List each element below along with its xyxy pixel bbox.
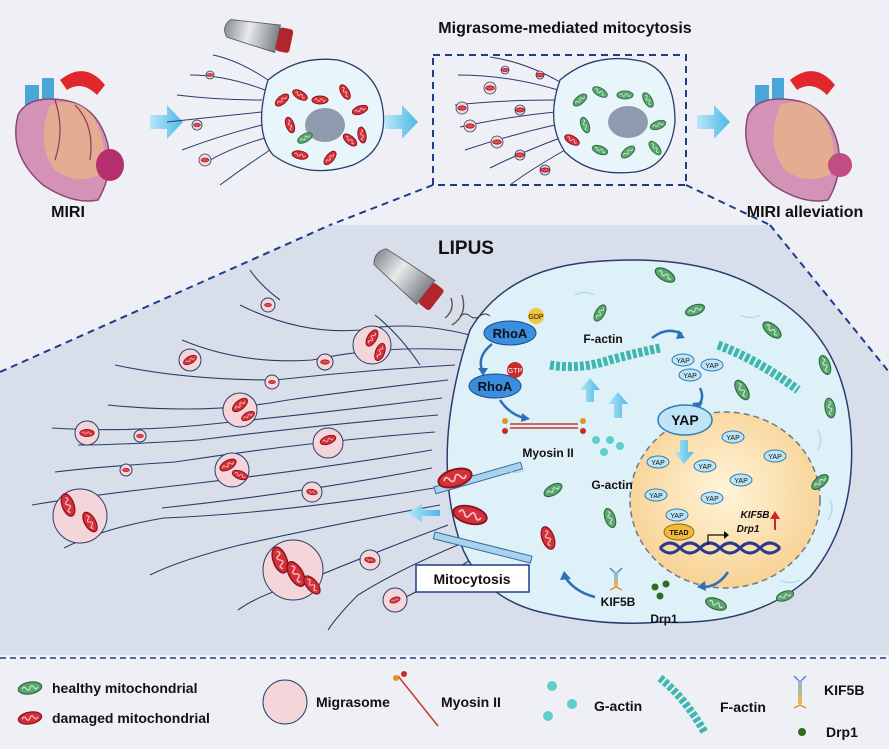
healthy-mitochondrion	[616, 90, 634, 100]
legend-myosin-icon	[393, 671, 439, 727]
svg-text:YAP: YAP	[726, 435, 740, 442]
damaged-mitochondrion	[200, 157, 210, 163]
miri-alleviation-label: MIRI alleviation	[747, 204, 863, 221]
damaged-mitochondrion	[122, 468, 130, 472]
tead-label: TEAD	[669, 530, 688, 537]
microtubule	[432, 531, 533, 564]
legend-f-actin: F-actin	[720, 699, 766, 715]
myosin-ii	[502, 418, 586, 434]
gene-kif5b: KIF5B	[741, 510, 770, 521]
miri-label: MIRI	[51, 204, 85, 221]
damaged-mitochondrion	[206, 73, 214, 77]
nuclear-yap: YAP YAP YAP YAP YAP YAP YAP YAP	[644, 430, 787, 522]
arrow-right-icon	[150, 105, 183, 139]
damaged-mitochondrion	[540, 167, 550, 173]
gdp-badge: GDP	[528, 314, 544, 321]
ultrasound-probe-icon	[373, 248, 444, 310]
legend-f-actin-icon	[657, 674, 709, 735]
damaged-mitochondrion	[79, 428, 95, 438]
damaged-mitochondrion	[193, 122, 201, 128]
g-actin-dots	[592, 436, 624, 456]
legend-kif5b: KIF5B	[824, 682, 864, 698]
rhoa-gtp-label: RhoA	[478, 379, 513, 394]
svg-text:YAP: YAP	[670, 513, 684, 520]
damaged-mitochondrion	[515, 107, 525, 113]
rhoa-gdp-label: RhoA	[493, 326, 528, 341]
damaged-mitochondrion	[136, 434, 144, 438]
kif5b-icon	[609, 567, 623, 591]
arrow-up-icon	[608, 392, 628, 418]
legend: healthy mitochondrial damaged mitochondr…	[16, 671, 864, 740]
svg-text:YAP: YAP	[651, 460, 665, 467]
f-actin-filament	[716, 340, 801, 394]
yap-large-label: YAP	[671, 412, 699, 428]
heart-left-icon	[15, 71, 124, 202]
damaged-mitochondrion	[264, 303, 272, 307]
legend-damaged: damaged mitochondrial	[52, 710, 210, 726]
ultrasound-probe-icon	[224, 19, 294, 53]
f-actin-label: F-actin	[583, 332, 622, 346]
legend-drp1: Drp1	[826, 724, 858, 740]
damaged-mitochondrion	[492, 139, 502, 145]
legend-healthy: healthy mitochondrial	[52, 680, 197, 696]
myosin-label: Myosin II	[522, 446, 573, 460]
gtp-badge: GTP	[508, 368, 523, 375]
dna-helix	[658, 541, 782, 555]
damaged-mitochondrion	[515, 152, 525, 158]
damaged-mitochondrion	[268, 380, 276, 384]
svg-text:YAP: YAP	[683, 373, 697, 380]
damaged-mitochondrion	[320, 359, 330, 365]
top-title: Migrasome-mediated mitocytosis	[438, 20, 692, 37]
arrow-up-icon	[580, 378, 600, 402]
zoom-box	[432, 54, 687, 186]
legend-kif5b-icon	[793, 675, 807, 709]
legend-g-actin: G-actin	[594, 698, 642, 714]
legend-migrasome: Migrasome	[316, 694, 390, 710]
arrow-icon	[479, 343, 493, 371]
svg-text:YAP: YAP	[705, 363, 719, 370]
legend-drp1-icon	[798, 728, 806, 736]
heart-right-icon	[745, 71, 852, 202]
rhoa-gdp: RhoA GDP	[483, 308, 544, 346]
f-actin-filament	[549, 343, 661, 372]
arrow-right-icon	[697, 105, 730, 139]
kif5b-label: KIF5B	[601, 595, 636, 609]
damaged-mitochondrion	[457, 105, 467, 111]
damaged-mitochondrion	[465, 123, 475, 129]
mitocytosis-label: Mitocytosis	[433, 571, 510, 587]
lipus-label: LIPUS	[438, 238, 494, 259]
damaged-mitochondrion	[535, 72, 545, 78]
damaged-mitochondrion	[485, 85, 495, 91]
arrow-down-icon	[674, 440, 694, 464]
damaged-mitochondrion	[311, 95, 329, 105]
svg-text:YAP: YAP	[649, 493, 663, 500]
legend-myosin: Myosin II	[441, 694, 501, 710]
tead: TEAD	[663, 523, 695, 541]
drp1-label: Drp1	[650, 612, 678, 626]
svg-text:YAP: YAP	[768, 454, 782, 461]
damaged-mitochondrion	[501, 67, 509, 73]
mitochondria-layer	[57, 65, 838, 721]
yap-large: YAP	[657, 404, 713, 436]
svg-text:YAP: YAP	[705, 496, 719, 503]
svg-text:YAP: YAP	[734, 478, 748, 485]
g-actin-label: G-actin	[591, 478, 632, 492]
gene-drp1: Drp1	[737, 524, 760, 535]
yap-cluster: YAP YAP YAP	[671, 353, 724, 382]
mitocytosis-box: Mitocytosis	[415, 564, 530, 593]
arrow-right-icon	[385, 105, 418, 139]
drp1-dots	[651, 580, 670, 600]
arrow-left-icon	[407, 504, 440, 522]
cell-mitocytosis	[454, 56, 676, 186]
legend-migrasome-icon	[262, 679, 308, 725]
svg-text:YAP: YAP	[676, 358, 690, 365]
upregulation-arrow-icon	[770, 511, 780, 519]
rhoa-gtp: RhoA GTP	[468, 362, 523, 399]
svg-text:YAP: YAP	[698, 464, 712, 471]
legend-g-actin-icon	[543, 681, 577, 721]
